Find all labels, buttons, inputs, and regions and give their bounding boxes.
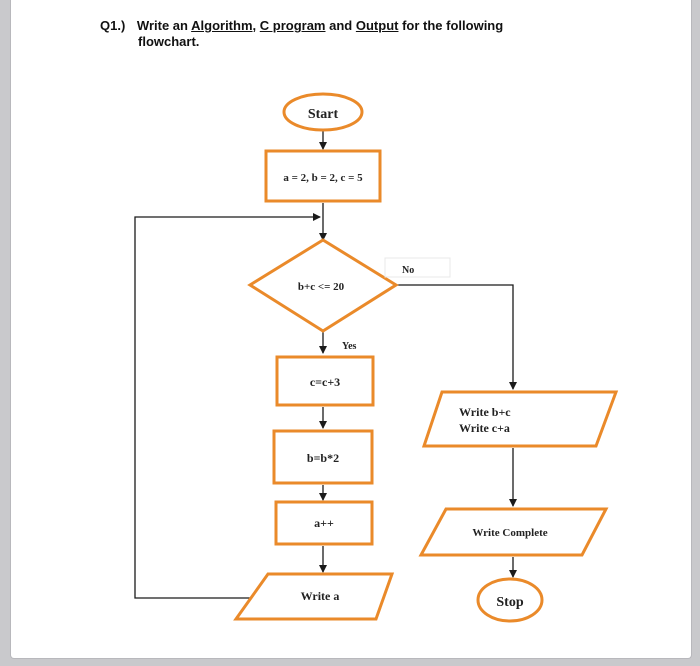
question-number: Q1.) <box>100 18 126 33</box>
write-bc-ca-io <box>421 390 619 448</box>
init-process-box <box>264 149 382 203</box>
write-complete-io <box>418 507 609 557</box>
write-complete-label: Write Complete <box>472 527 547 539</box>
question-suffix: for the following <box>402 18 504 33</box>
step-a-label: a++ <box>314 516 334 530</box>
question-and: and <box>329 18 353 33</box>
question-comma: , <box>252 18 257 33</box>
step-b-box <box>272 429 374 485</box>
yes-label: Yes <box>342 341 357 352</box>
output-word: Output <box>355 18 399 33</box>
loop-back-arrow <box>134 213 321 599</box>
write-a-label: Write a <box>301 589 340 603</box>
start-terminal <box>282 92 364 132</box>
condition-diamond <box>247 238 399 333</box>
stop-label: Stop <box>496 595 523 610</box>
step-a-box <box>274 500 374 546</box>
write-a-io <box>233 572 395 621</box>
arrow-condition-no <box>395 284 517 390</box>
step-c-box <box>275 355 375 407</box>
condition-label: b+c <= 20 <box>298 281 345 293</box>
step-b-label: b=b*2 <box>307 451 339 465</box>
step-c-label: c=c+3 <box>310 375 340 389</box>
write-line2: Write c+a <box>459 421 510 435</box>
question-text: Q1.) Write an Algorithm, C program and O… <box>100 18 620 50</box>
algorithm-word: Algorithm <box>191 18 253 33</box>
question-prefix: Write an <box>136 18 188 33</box>
write-line1: Write b+c <box>459 405 511 419</box>
question-line2: flowchart. <box>138 34 200 49</box>
no-label: No <box>402 265 414 276</box>
start-label: Start <box>308 107 339 122</box>
no-label-box <box>384 257 451 278</box>
init-label: a = 2, b = 2, c = 5 <box>283 172 363 184</box>
stop-terminal <box>476 577 544 623</box>
c-program-word: C program <box>259 18 326 33</box>
